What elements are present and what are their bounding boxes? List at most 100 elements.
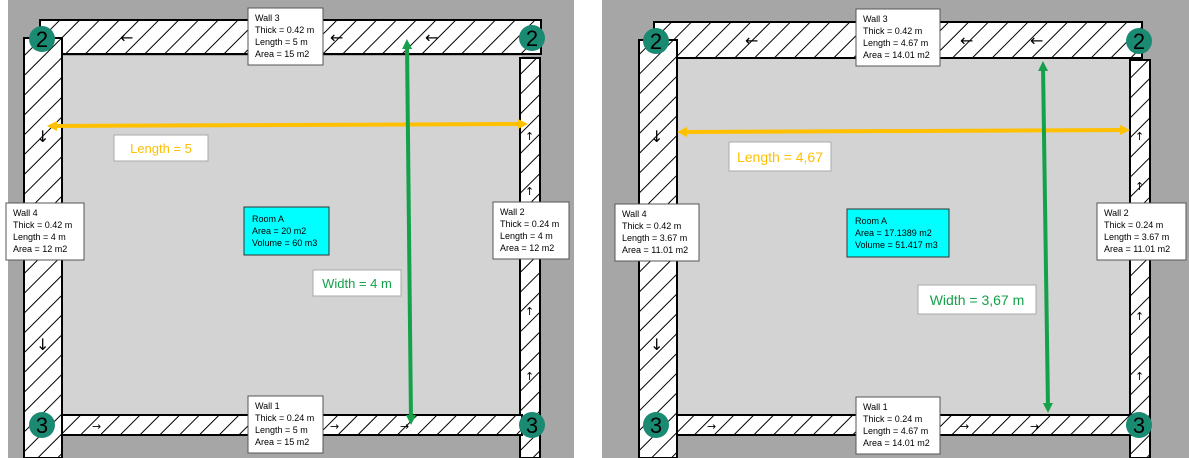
svg-text:Wall 2: Wall 2 (1104, 208, 1129, 218)
flow-arrow-up-icon: ↑ (1135, 180, 1144, 193)
svg-text:3: 3 (1133, 413, 1145, 438)
svg-text:Thick = 0.42 m: Thick = 0.42 m (13, 220, 72, 230)
panel-right: ← ← ← ↓ ↓ ↑ ↑ ↑ ↑ → → → 2 2 3 (602, 0, 1189, 458)
svg-text:2: 2 (1133, 29, 1145, 54)
room-info-box: Room A Area = 20 m2 Volume = 60 m3 (243, 206, 330, 256)
length-dimension-label: Length = 5 (113, 134, 209, 162)
svg-text:Thick = 0.42 m: Thick = 0.42 m (863, 26, 922, 36)
svg-text:2: 2 (36, 27, 48, 52)
flow-arrow-down-icon: ↓ (650, 127, 663, 146)
svg-text:Wall 3: Wall 3 (863, 14, 888, 24)
flow-arrow-right-icon: → (707, 420, 716, 433)
corner-badge-top-left: 2 (643, 28, 669, 54)
flow-arrow-left-icon: ← (120, 28, 133, 47)
corner-badge-top-right: 2 (1126, 28, 1152, 54)
svg-text:Area = 11.01 m2: Area = 11.01 m2 (622, 245, 688, 255)
svg-text:Length = 4 m: Length = 4 m (13, 232, 66, 242)
wall-2-label: Wall 2 Thick = 0.24 m Length = 4 m Area … (492, 201, 570, 260)
flow-arrow-up-icon: ↑ (1135, 370, 1144, 383)
svg-text:Area = 12 m2: Area = 12 m2 (500, 243, 554, 253)
svg-text:Volume = 51.417 m3: Volume = 51.417 m3 (855, 240, 938, 250)
flow-arrow-left-icon: ← (425, 28, 438, 47)
flow-arrow-left-icon: ← (1030, 31, 1043, 50)
svg-text:Thick = 0.24 m: Thick = 0.24 m (863, 414, 922, 424)
flow-arrow-up-icon: ↑ (1135, 310, 1144, 323)
width-dimension-arrow (402, 39, 416, 425)
svg-text:2: 2 (526, 26, 538, 51)
flow-arrow-up-icon: ↑ (525, 185, 534, 198)
svg-text:2: 2 (650, 29, 662, 54)
svg-text:Volume = 60 m3: Volume = 60 m3 (252, 238, 317, 248)
wall-4-label: Wall 4 Thick = 0.42 m Length = 3.67 m Ar… (614, 203, 700, 262)
flow-arrow-right-icon: → (400, 420, 409, 433)
corner-badge-bottom-right: 3 (519, 412, 545, 438)
svg-text:Area = 15 m2: Area = 15 m2 (255, 49, 309, 59)
flow-arrow-right-icon: → (960, 420, 969, 433)
length-dimension-arrow (677, 125, 1130, 137)
svg-text:Length = 4.67 m: Length = 4.67 m (863, 426, 928, 436)
flow-arrow-right-icon: → (1030, 420, 1039, 433)
flow-arrow-right-icon: → (330, 420, 339, 433)
svg-text:Length = 5: Length = 5 (130, 141, 192, 156)
corner-badge-bottom-left: 3 (643, 412, 669, 438)
svg-text:Thick = 0.24 m: Thick = 0.24 m (1104, 220, 1163, 230)
length-dimension-label: Length = 4,67 (728, 141, 832, 172)
corner-badge-bottom-right: 3 (1126, 412, 1152, 438)
svg-text:Thick = 0.42 m: Thick = 0.42 m (622, 221, 681, 231)
panel-left: ← ← ← ↓ ↓ ↑ ↑ ↑ ↑ → → → 2 2 3 (0, 0, 574, 458)
svg-text:3: 3 (36, 413, 48, 438)
wall-1-label: Wall 1 Thick = 0.24 m Length = 5 m Area … (247, 395, 324, 454)
svg-text:Thick = 0.42 m: Thick = 0.42 m (255, 25, 314, 35)
svg-text:Length = 5 m: Length = 5 m (255, 37, 308, 47)
svg-text:Room A: Room A (252, 214, 284, 224)
svg-text:Width = 4 m: Width = 4 m (322, 276, 392, 291)
svg-text:Area = 11.01 m2: Area = 11.01 m2 (1104, 244, 1170, 254)
svg-text:Wall 4: Wall 4 (13, 208, 38, 218)
svg-text:Length = 4.67 m: Length = 4.67 m (863, 38, 928, 48)
corner-badge-top-right: 2 (519, 25, 545, 51)
width-dimension-label: Width = 3,67 m (917, 284, 1037, 315)
width-dimension-arrow (1038, 61, 1053, 413)
svg-text:Length = 3.67 m: Length = 3.67 m (622, 233, 687, 243)
flow-arrow-up-icon: ↑ (525, 130, 534, 143)
svg-text:Wall 2: Wall 2 (500, 207, 525, 217)
length-dimension-arrow (47, 119, 528, 131)
svg-text:3: 3 (650, 413, 662, 438)
svg-text:Area = 14.01 m2: Area = 14.01 m2 (863, 50, 930, 60)
svg-text:Area = 17.1389 m2: Area = 17.1389 m2 (855, 228, 932, 238)
svg-text:Width = 3,67 m: Width = 3,67 m (930, 292, 1025, 308)
svg-text:Length = 4,67: Length = 4,67 (737, 149, 823, 165)
corner-badge-bottom-left: 3 (29, 412, 55, 438)
flow-arrow-up-icon: ↑ (1135, 130, 1144, 143)
flow-arrow-left-icon: ← (330, 28, 343, 47)
flow-arrow-up-icon: ↑ (525, 370, 534, 383)
svg-text:Thick = 0.24 m: Thick = 0.24 m (255, 413, 314, 423)
flow-arrow-right-icon: → (92, 420, 101, 433)
svg-text:3: 3 (526, 413, 538, 438)
svg-text:Area = 14.01 m2: Area = 14.01 m2 (863, 438, 930, 448)
flow-arrow-left-icon: ← (745, 31, 758, 50)
svg-text:Wall 1: Wall 1 (863, 402, 888, 412)
svg-text:Wall 1: Wall 1 (255, 401, 280, 411)
wall-4-label: Wall 4 Thick = 0.42 m Length = 4 m Area … (5, 202, 85, 261)
flow-arrow-up-icon: ↑ (525, 305, 534, 318)
svg-text:Area = 20 m2: Area = 20 m2 (252, 226, 306, 236)
svg-text:Room A: Room A (855, 216, 887, 226)
width-dimension-label: Width = 4 m (312, 269, 402, 297)
svg-text:Thick = 0.24 m: Thick = 0.24 m (500, 219, 559, 229)
flow-arrow-left-icon: ← (960, 31, 973, 50)
wall-2-label: Wall 2 Thick = 0.24 m Length = 3.67 m Ar… (1096, 202, 1187, 261)
corner-badge-top-left: 2 (29, 26, 55, 52)
svg-text:Length = 5 m: Length = 5 m (255, 425, 308, 435)
svg-text:Length = 4 m: Length = 4 m (500, 231, 553, 241)
svg-text:Wall 3: Wall 3 (255, 13, 280, 23)
svg-text:Wall 4: Wall 4 (622, 209, 647, 219)
flow-arrow-down-icon: ↓ (36, 127, 49, 146)
svg-text:Area = 12 m2: Area = 12 m2 (13, 244, 67, 254)
wall-1-label: Wall 1 Thick = 0.24 m Length = 4.67 m Ar… (855, 396, 941, 455)
flow-arrow-down-icon: ↓ (650, 335, 663, 354)
svg-text:Length = 3.67 m: Length = 3.67 m (1104, 232, 1169, 242)
wall-3-label: Wall 3 Thick = 0.42 m Length = 5 m Area … (247, 7, 324, 66)
svg-text:Area = 15 m2: Area = 15 m2 (255, 437, 309, 447)
